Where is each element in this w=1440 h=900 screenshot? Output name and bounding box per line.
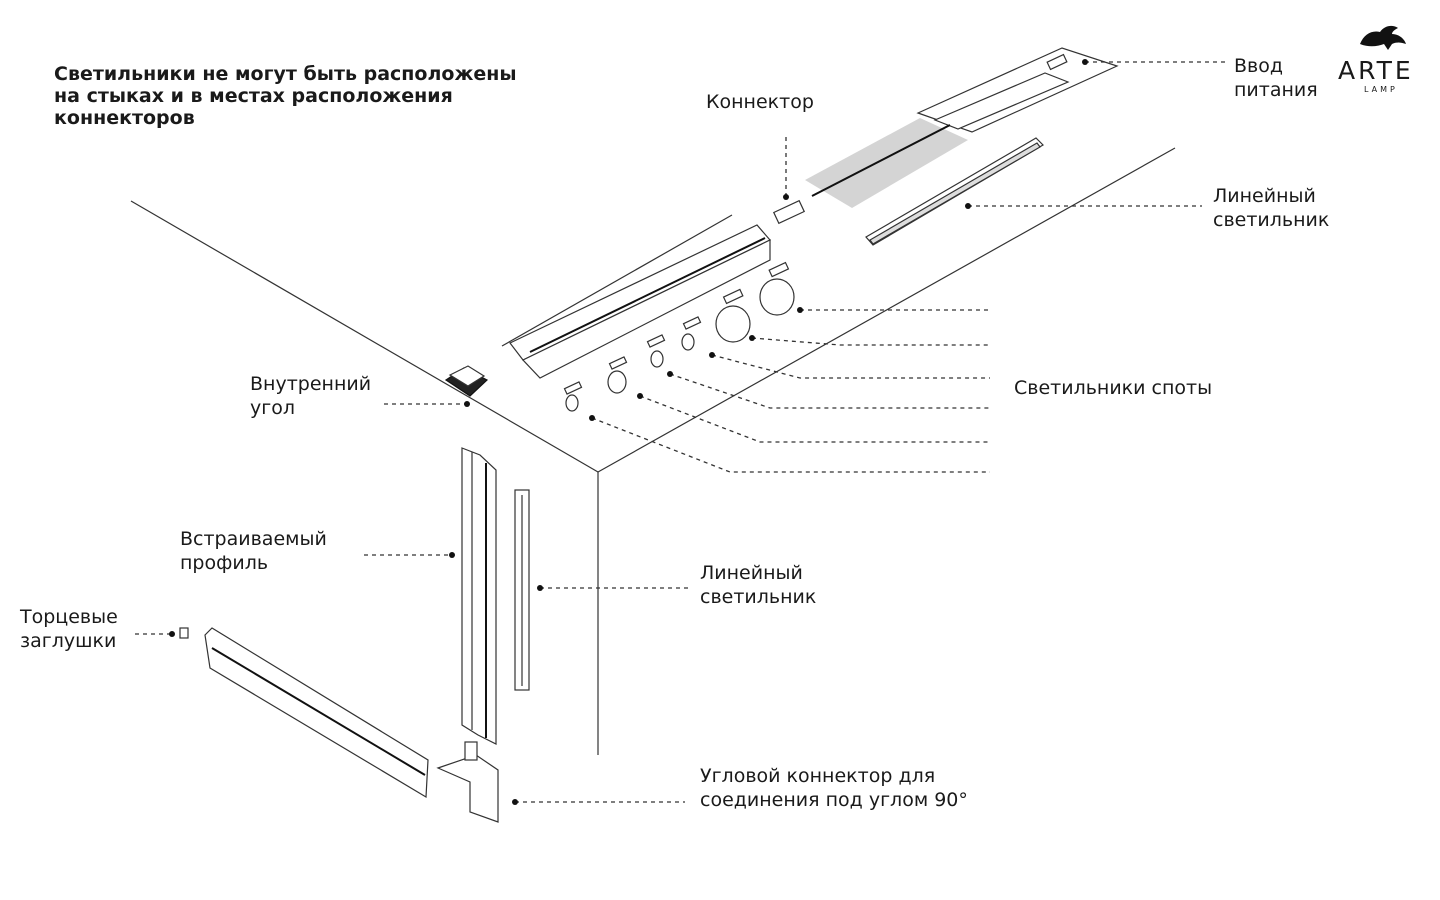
arte-lamp-logo: ARTE LAMP [1334,22,1434,102]
linear-luminaire-top-part [865,137,1044,246]
label-end-caps-line-1: Торцевые [20,606,118,628]
label-linear-mid-line-1: Линейный [700,562,803,584]
ceiling-edge-left [130,200,599,473]
label-connector: Коннектор [706,91,814,113]
label-power-input-line-1: Ввод [1234,55,1283,77]
placement-warning: Светильники не могут быть расположены на… [54,63,517,129]
label-corner-connector-line-2: соединения под углом 90° [700,789,968,811]
end-cap-part [179,627,189,639]
label-end-caps: Торцевые заглушки [20,605,118,653]
label-end-caps-line-2: заглушки [20,630,117,652]
ceiling-profile-part [501,214,771,379]
label-corner-connector-line-1: Угловой коннектор для [700,765,936,787]
warning-line-3: коннекторов [54,107,195,129]
label-linear-luminaire-top: Линейный светильник [1213,184,1329,232]
griffin-logo-icon [1360,25,1406,50]
linear-luminaire-vertical-part [514,489,530,691]
label-profile-line-2: профиль [180,552,269,574]
bottom-profile-part [204,627,429,799]
label-inner-corner-line-2: угол [250,397,295,419]
logo-subtext: LAMP [1364,85,1398,94]
power-input-profile [916,47,1119,133]
ceiling-edge-right [597,147,1176,473]
label-linear-top-line-2: светильник [1213,209,1330,231]
corner-connector-part [436,741,499,823]
label-power-input-line-2: питания [1234,79,1318,101]
spot-luminaires [563,261,795,412]
joint-zone [805,118,968,208]
connector-part [772,199,806,225]
warning-line-1: Светильники не могут быть расположены [54,63,517,85]
label-corner-connector: Угловой коннектор для соединения под угл… [700,764,968,812]
inner-corner-part [444,365,489,397]
label-linear-top-line-1: Линейный [1213,185,1316,207]
label-inner-corner: Внутренний угол [250,372,371,420]
label-power-input: Ввод питания [1234,54,1318,102]
label-linear-mid-line-2: светильник [700,586,817,608]
label-spot-luminaires: Светильники споты [1014,377,1213,399]
warning-line-2: на стыках и в местах расположения [54,85,453,107]
label-linear-luminaire-mid: Линейный светильник [700,561,816,609]
label-inner-corner-line-1: Внутренний [250,373,372,395]
label-profile-line-1: Встраиваемый [180,528,327,550]
logo-wordmark: ARTE [1338,56,1414,85]
label-embedded-profile: Встраиваемый профиль [180,527,327,575]
embedded-profile-part [461,447,497,745]
